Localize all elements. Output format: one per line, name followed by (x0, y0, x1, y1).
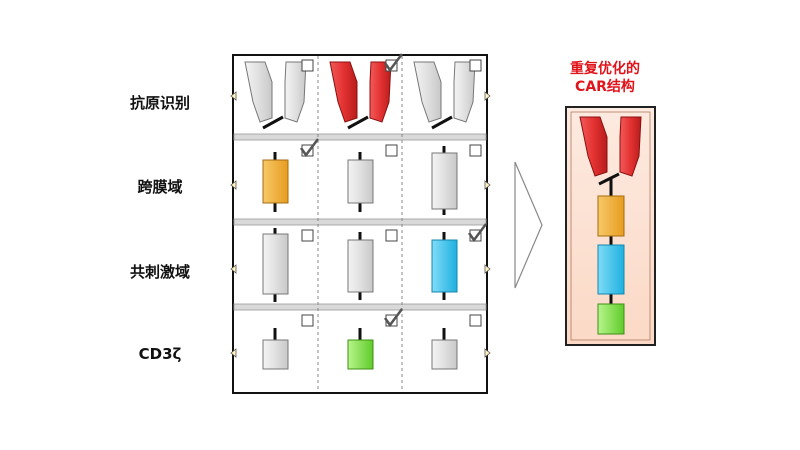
checkbox[interactable] (301, 314, 314, 327)
row-label-antigen: 抗原识别 (129, 94, 190, 112)
result-title-line1: 重复优化的 (570, 61, 640, 77)
cd3z-option-2[interactable] (347, 328, 374, 370)
row-label-costim: 共刺激域 (129, 263, 190, 281)
checkbox[interactable] (301, 59, 314, 72)
tm-option-1[interactable] (262, 152, 289, 212)
row-separator (233, 133, 487, 141)
checkmark-icon (299, 138, 319, 158)
row-marker-right (484, 348, 491, 358)
result-cd3z-domain (597, 303, 625, 335)
result-inner-border (570, 111, 651, 341)
cd3z-option-3[interactable] (431, 328, 458, 370)
antigen-option-3[interactable] (413, 61, 476, 130)
row-marker-left (230, 91, 237, 101)
result-costim-domain (597, 244, 625, 305)
optimized-car-panel (565, 106, 656, 346)
result-tm-domain (597, 195, 625, 246)
checkbox[interactable] (469, 59, 482, 72)
row-separator (233, 218, 487, 226)
row-marker-right (484, 180, 491, 190)
checkmark-icon (467, 223, 487, 243)
row-label-transmembrane: 跨膜域 (137, 178, 183, 196)
checkmark-icon (383, 53, 403, 73)
row-marker-right (484, 91, 491, 101)
selection-grid (230, 53, 491, 394)
tm-option-3[interactable] (431, 146, 458, 215)
antigen-option-2[interactable] (329, 61, 392, 130)
checkbox[interactable] (469, 144, 482, 157)
result-antigen-domain (579, 116, 642, 196)
checkbox[interactable] (385, 144, 398, 157)
costim-option-2[interactable] (347, 232, 374, 300)
row-separator (233, 303, 487, 311)
row-marker-right (484, 264, 491, 274)
checkmark-icon (383, 308, 403, 328)
result-title: 重复优化的 CAR结构 (555, 60, 655, 96)
row-marker-left (230, 180, 237, 190)
row-marker-left (230, 348, 237, 358)
row-label-cd3z: CD3ζ (138, 345, 182, 363)
costim-option-1[interactable] (262, 228, 289, 302)
antigen-option-1[interactable] (244, 61, 307, 130)
costim-option-3[interactable] (431, 232, 458, 300)
cd3z-option-1[interactable] (262, 328, 289, 370)
checkbox[interactable] (385, 229, 398, 242)
arrow-icon (514, 161, 543, 289)
row-marker-left (230, 264, 237, 274)
result-title-line2: CAR结构 (575, 79, 635, 95)
tm-option-2[interactable] (347, 152, 374, 212)
checkbox[interactable] (301, 229, 314, 242)
checkbox[interactable] (469, 314, 482, 327)
